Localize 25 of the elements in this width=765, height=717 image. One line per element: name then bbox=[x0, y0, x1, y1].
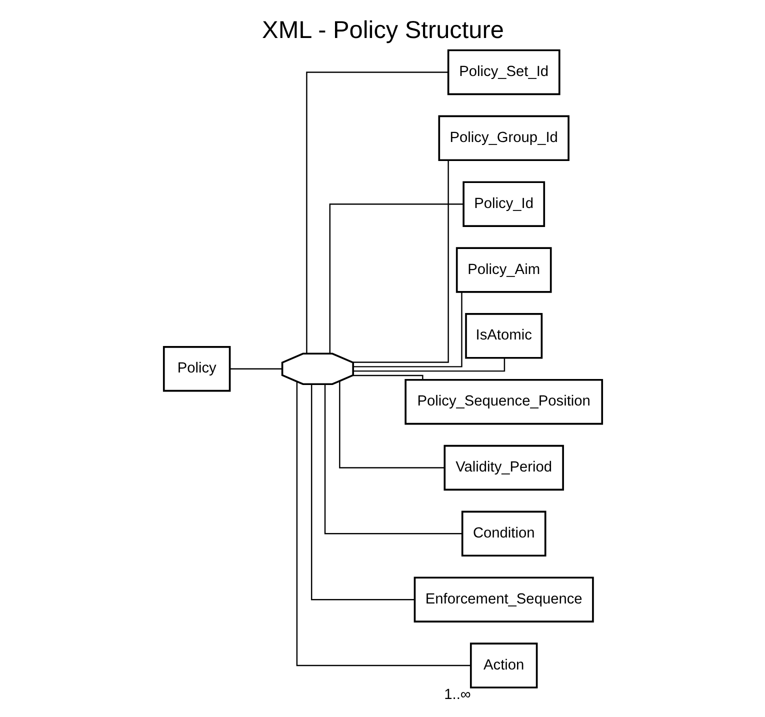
connector bbox=[352, 374, 423, 380]
connector bbox=[352, 160, 448, 363]
node-box: Policy bbox=[162, 346, 230, 392]
connector bbox=[324, 384, 462, 534]
node-box: Policy_Aim bbox=[455, 247, 552, 293]
node-box: Policy_Group_Id bbox=[438, 115, 569, 162]
node-box: Policy_Sequence_Position bbox=[404, 378, 603, 425]
connector bbox=[229, 368, 282, 370]
connector bbox=[306, 72, 448, 354]
connector bbox=[328, 203, 463, 354]
node-box: Validity_Period bbox=[443, 444, 564, 491]
node-box: Enforcement_Sequence bbox=[413, 576, 594, 622]
connector bbox=[310, 384, 414, 600]
node-box: Policy_Set_Id bbox=[446, 49, 560, 96]
node-box: Condition bbox=[460, 510, 546, 557]
node-label: 1..∞ bbox=[444, 687, 470, 704]
node-octagon bbox=[280, 352, 354, 386]
connector bbox=[296, 382, 470, 666]
node-box: Policy_Id bbox=[462, 181, 545, 227]
connector bbox=[352, 358, 505, 372]
diagram-title: XML - Policy Structure bbox=[262, 17, 504, 44]
node-box: IsAtomic bbox=[464, 313, 542, 359]
connector bbox=[352, 292, 462, 368]
connector bbox=[338, 381, 444, 468]
node-box: Action bbox=[469, 642, 538, 688]
